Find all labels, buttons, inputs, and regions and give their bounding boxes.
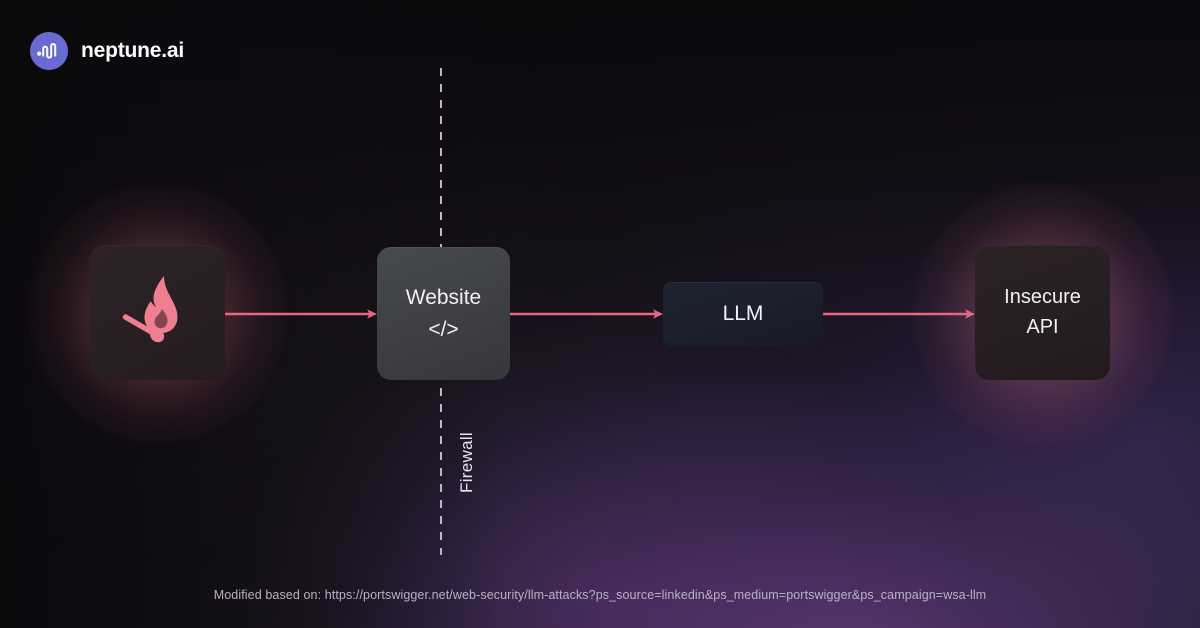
brand-name: neptune.ai — [81, 39, 185, 62]
code-tag-icon: </> — [428, 317, 459, 341]
arrow-website-to-llm — [510, 308, 663, 320]
node-website-title: Website — [405, 285, 482, 309]
firewall-label: Firewall — [457, 432, 476, 493]
arrow-llm-to-api — [823, 308, 975, 320]
burning-match-flame-icon — [120, 271, 196, 354]
node-insecure-api[interactable]: Insecure API — [975, 245, 1110, 380]
node-website[interactable]: Website </> — [377, 247, 510, 380]
node-llm[interactable]: LLM — [663, 282, 823, 346]
node-api-line2: API — [1026, 316, 1059, 338]
source-caption: Modified based on: https://portswigger.n… — [213, 588, 987, 602]
brand-logo: neptune.ai — [30, 32, 184, 70]
node-llm-label: LLM — [722, 302, 764, 325]
arrow-attacker-to-website — [225, 308, 377, 320]
neptune-waveform-icon — [30, 32, 68, 70]
node-attacker[interactable] — [90, 245, 225, 380]
node-api-line1: Insecure — [1004, 286, 1081, 308]
